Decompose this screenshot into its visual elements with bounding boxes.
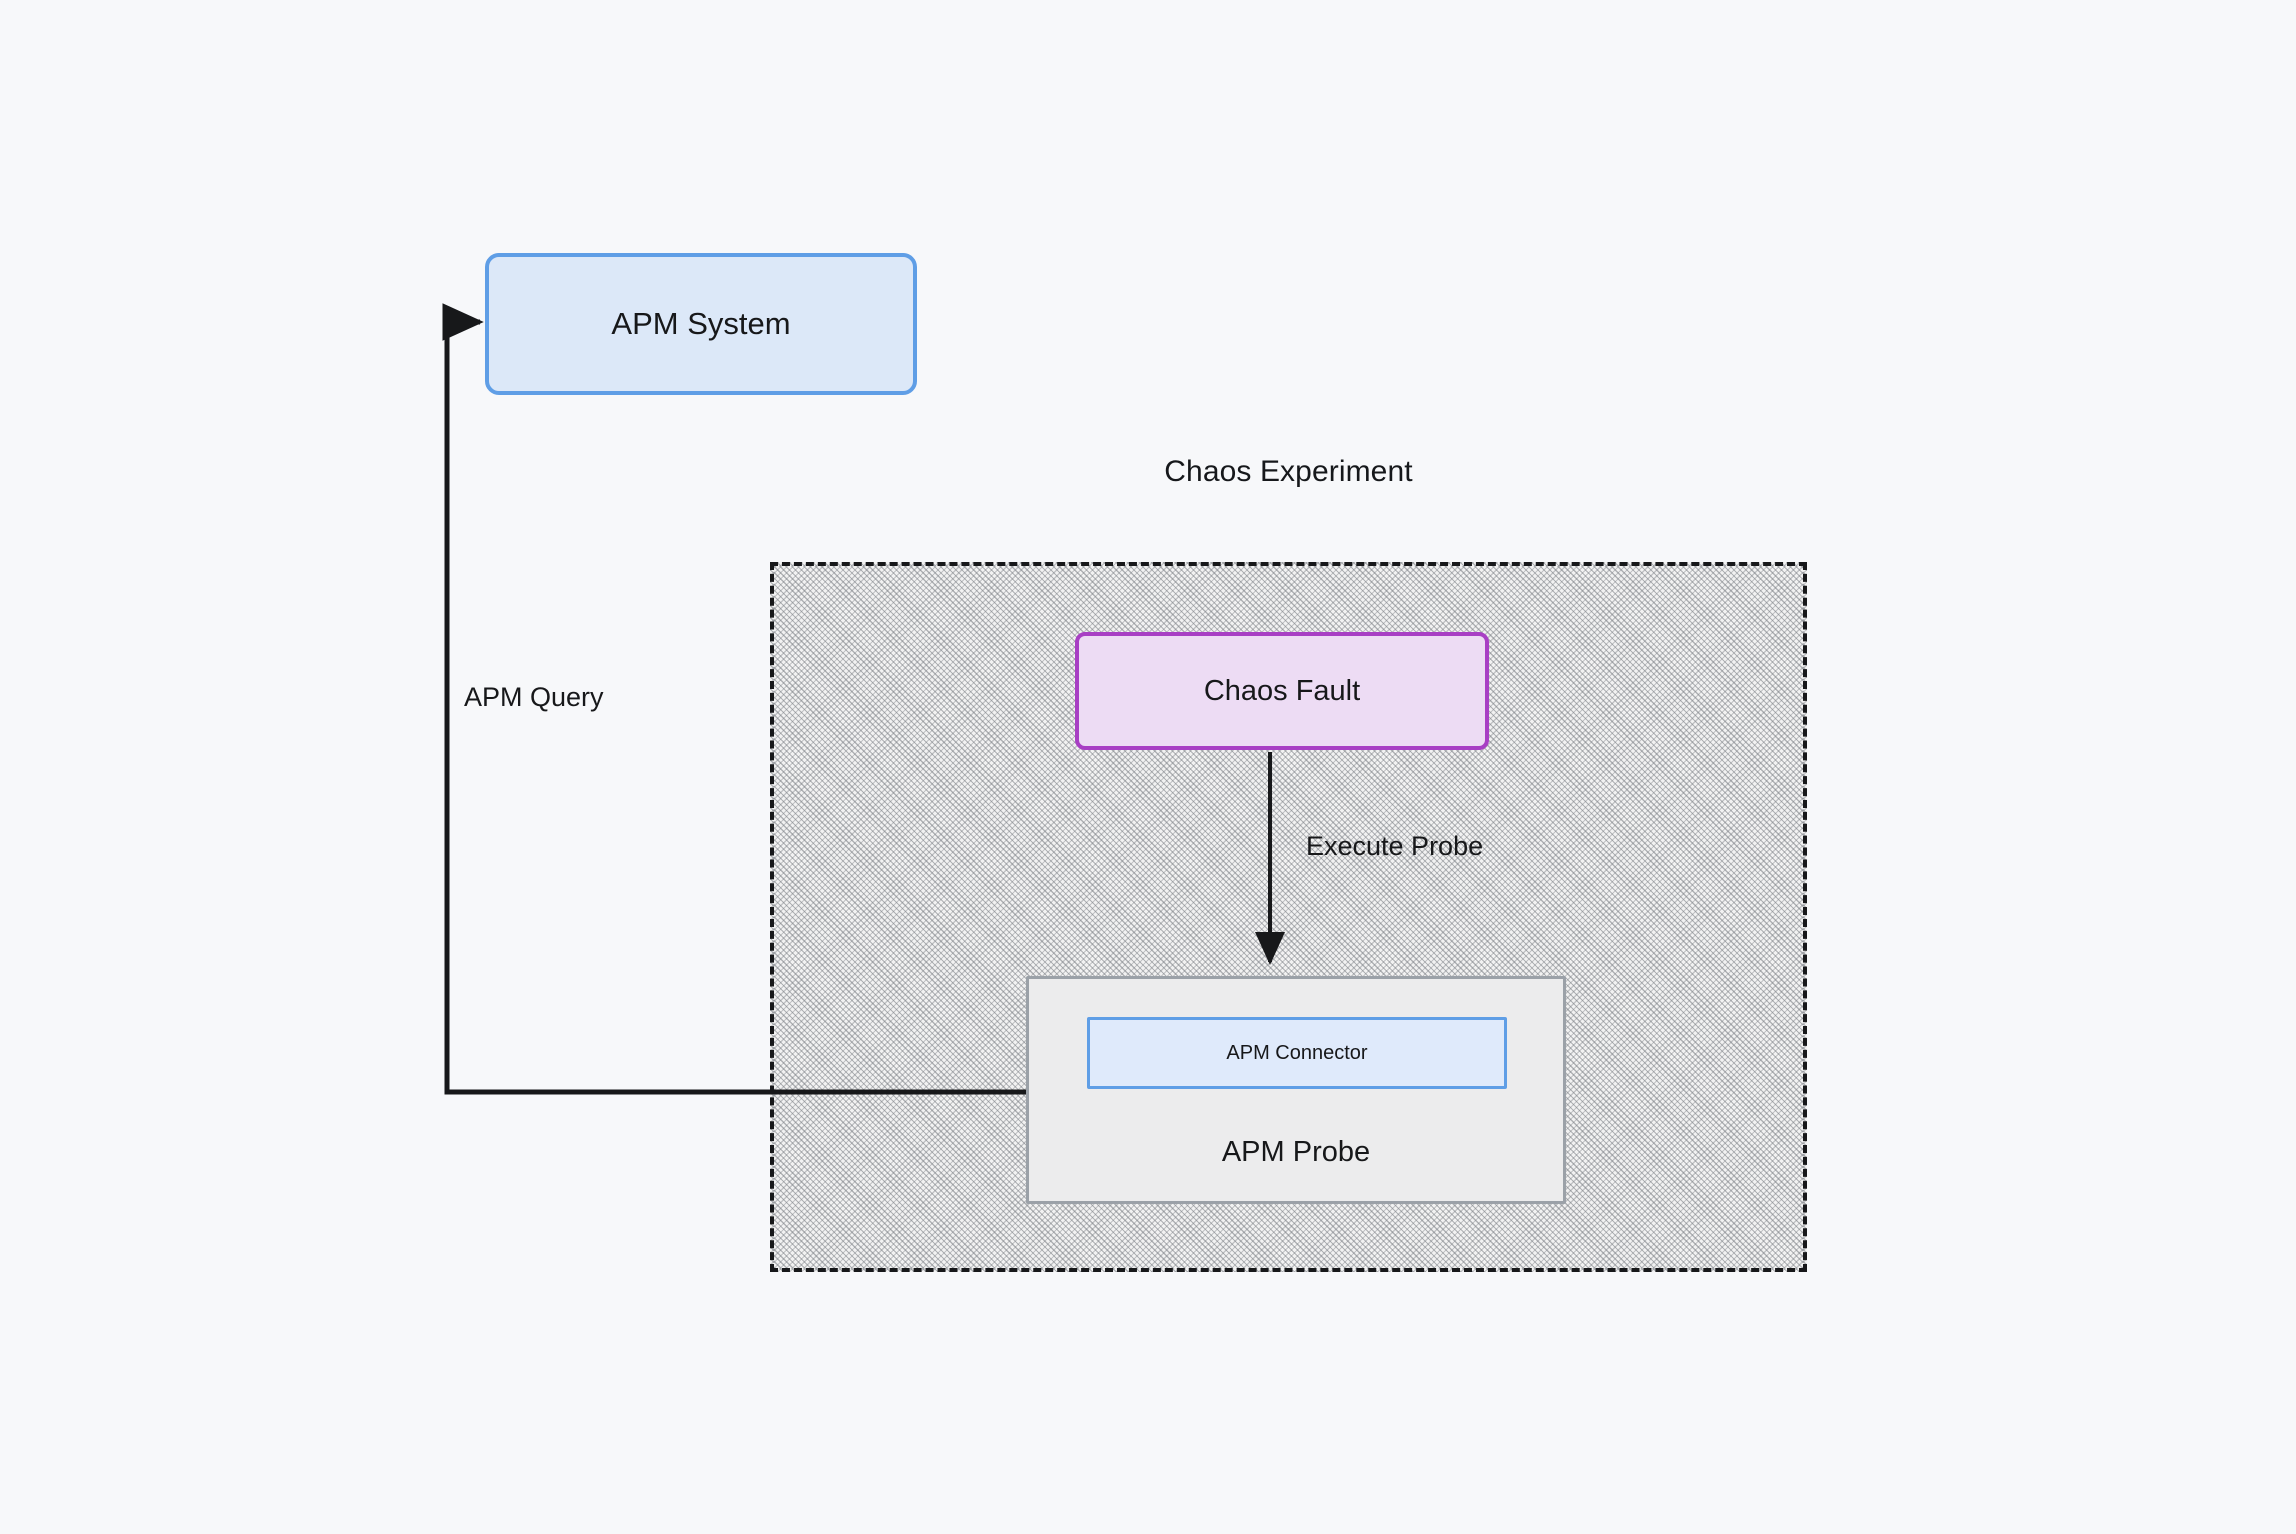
node-chaos-fault[interactable]: Chaos Fault [1075, 632, 1489, 750]
edge-label-apm-query: APM Query [464, 682, 604, 712]
node-apm-system-label: APM System [611, 306, 791, 341]
node-apm-probe[interactable]: APM Connector APM Probe [1026, 976, 1566, 1204]
chaos-experiment-title: Chaos Experiment [1164, 455, 1413, 488]
node-apm-probe-label: APM Probe [1221, 1136, 1371, 1168]
node-apm-system[interactable]: APM System [485, 253, 917, 395]
node-chaos-fault-label: Chaos Fault [1203, 674, 1361, 707]
edge-label-execute-probe: Execute Probe [1306, 831, 1484, 861]
node-apm-connector[interactable]: APM Connector [1087, 1017, 1507, 1089]
node-apm-connector-label: APM Connector [1226, 1041, 1368, 1064]
